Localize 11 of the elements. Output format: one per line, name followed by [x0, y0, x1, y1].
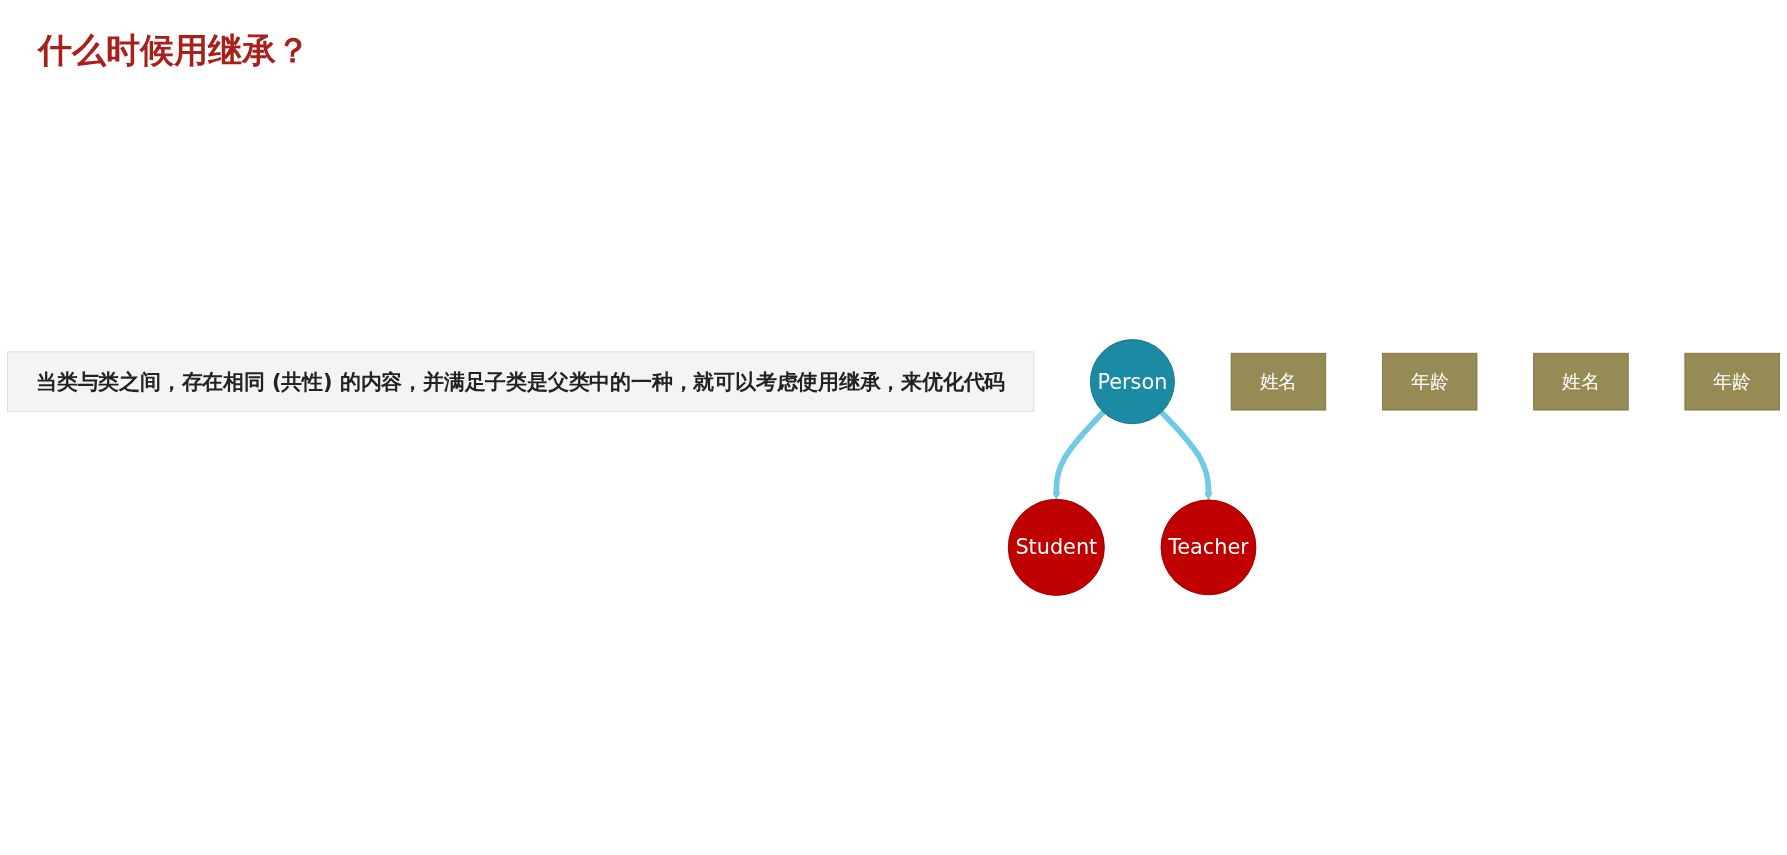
node-box: 当类与类之间，存在相同 (共性) 的内容，并满足子类是父类中的一种，就可以考虑使用继承，来优化代码 [7, 351, 1035, 412]
node-circle: Teacher [1160, 499, 1257, 596]
arrow [1159, 410, 1213, 501]
node-box: 姓名 [1230, 352, 1327, 411]
page-title: 什么时候用继承？ [38, 29, 310, 72]
arrow [1052, 410, 1106, 500]
node-circle: Student [1007, 498, 1105, 596]
node-circle: Person [1089, 339, 1175, 425]
node-box: 姓名 [1533, 352, 1629, 411]
node-box: 年龄 [1381, 352, 1478, 411]
node-box: 年龄 [1684, 352, 1780, 411]
